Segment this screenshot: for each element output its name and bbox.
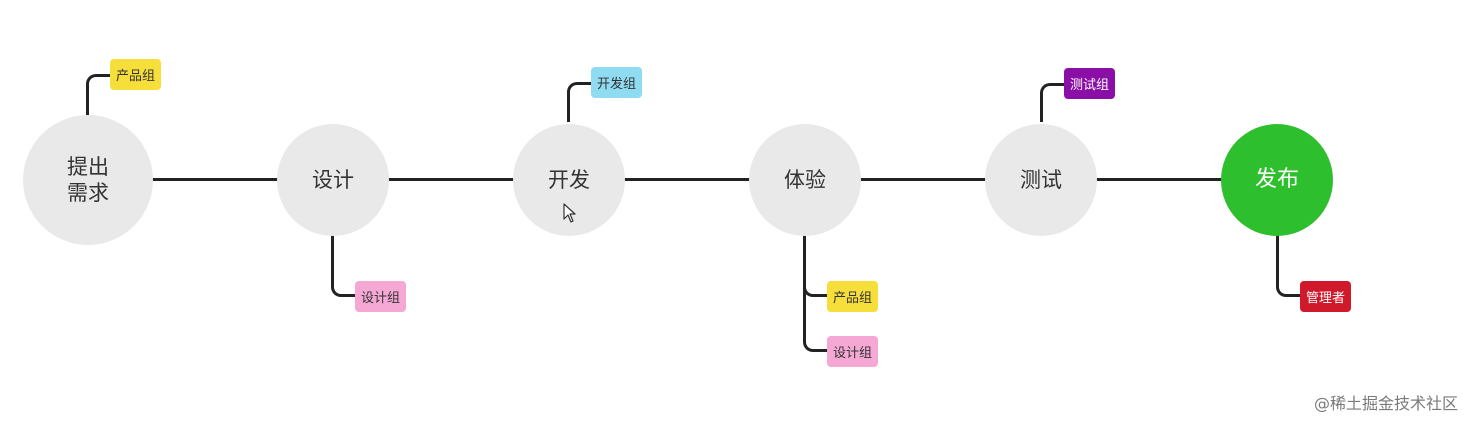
tag-admin: 管理者 (1300, 281, 1352, 312)
branch-stage-3-tag (567, 82, 593, 122)
connector-1-2 (150, 178, 280, 181)
branch-stage-6-tag (1276, 234, 1302, 297)
tag-label: 设计组 (361, 291, 401, 306)
tag-label: 开发组 (597, 77, 637, 92)
branch-stage-1-tag (86, 74, 112, 120)
tag-product-group: 产品组 (110, 59, 162, 90)
tag-label: 测试组 (1070, 78, 1110, 93)
stage-label: 开发 (548, 168, 590, 192)
tag-design-group: 设计组 (355, 281, 407, 312)
connector-2-3 (386, 178, 516, 181)
tag-product-group: 产品组 (827, 281, 879, 312)
branch-stage-2-tag (331, 234, 357, 297)
branch-stage-4-tag-2 (803, 234, 829, 352)
branch-stage-5-tag (1040, 83, 1066, 122)
watermark: @稀土掘金技术社区 (1313, 394, 1458, 413)
stage-node-release: 发布 (1221, 124, 1333, 236)
stage-node-design: 设计 (277, 124, 389, 236)
stage-label: 体验 (784, 168, 826, 192)
mouse-cursor-icon (563, 203, 576, 223)
connector-5-6 (1094, 178, 1224, 181)
connector-4-5 (858, 178, 988, 181)
stage-label: 设计 (312, 168, 354, 192)
stage-label: 提出需求 (67, 155, 109, 205)
tag-dev-group: 开发组 (591, 67, 643, 98)
tag-label: 产品组 (833, 291, 873, 306)
tag-label: 管理者 (1306, 291, 1346, 306)
stage-node-requirement: 提出需求 (23, 115, 153, 245)
tag-label: 产品组 (116, 69, 156, 84)
tag-test-group: 测试组 (1064, 68, 1116, 99)
stage-node-testing: 测试 (985, 124, 1097, 236)
stage-label: 测试 (1020, 168, 1062, 192)
connector-3-4 (622, 178, 752, 181)
tag-label: 设计组 (833, 346, 873, 361)
stage-label: 发布 (1254, 167, 1299, 192)
tag-design-group: 设计组 (827, 336, 879, 367)
stage-node-experience: 体验 (749, 124, 861, 236)
